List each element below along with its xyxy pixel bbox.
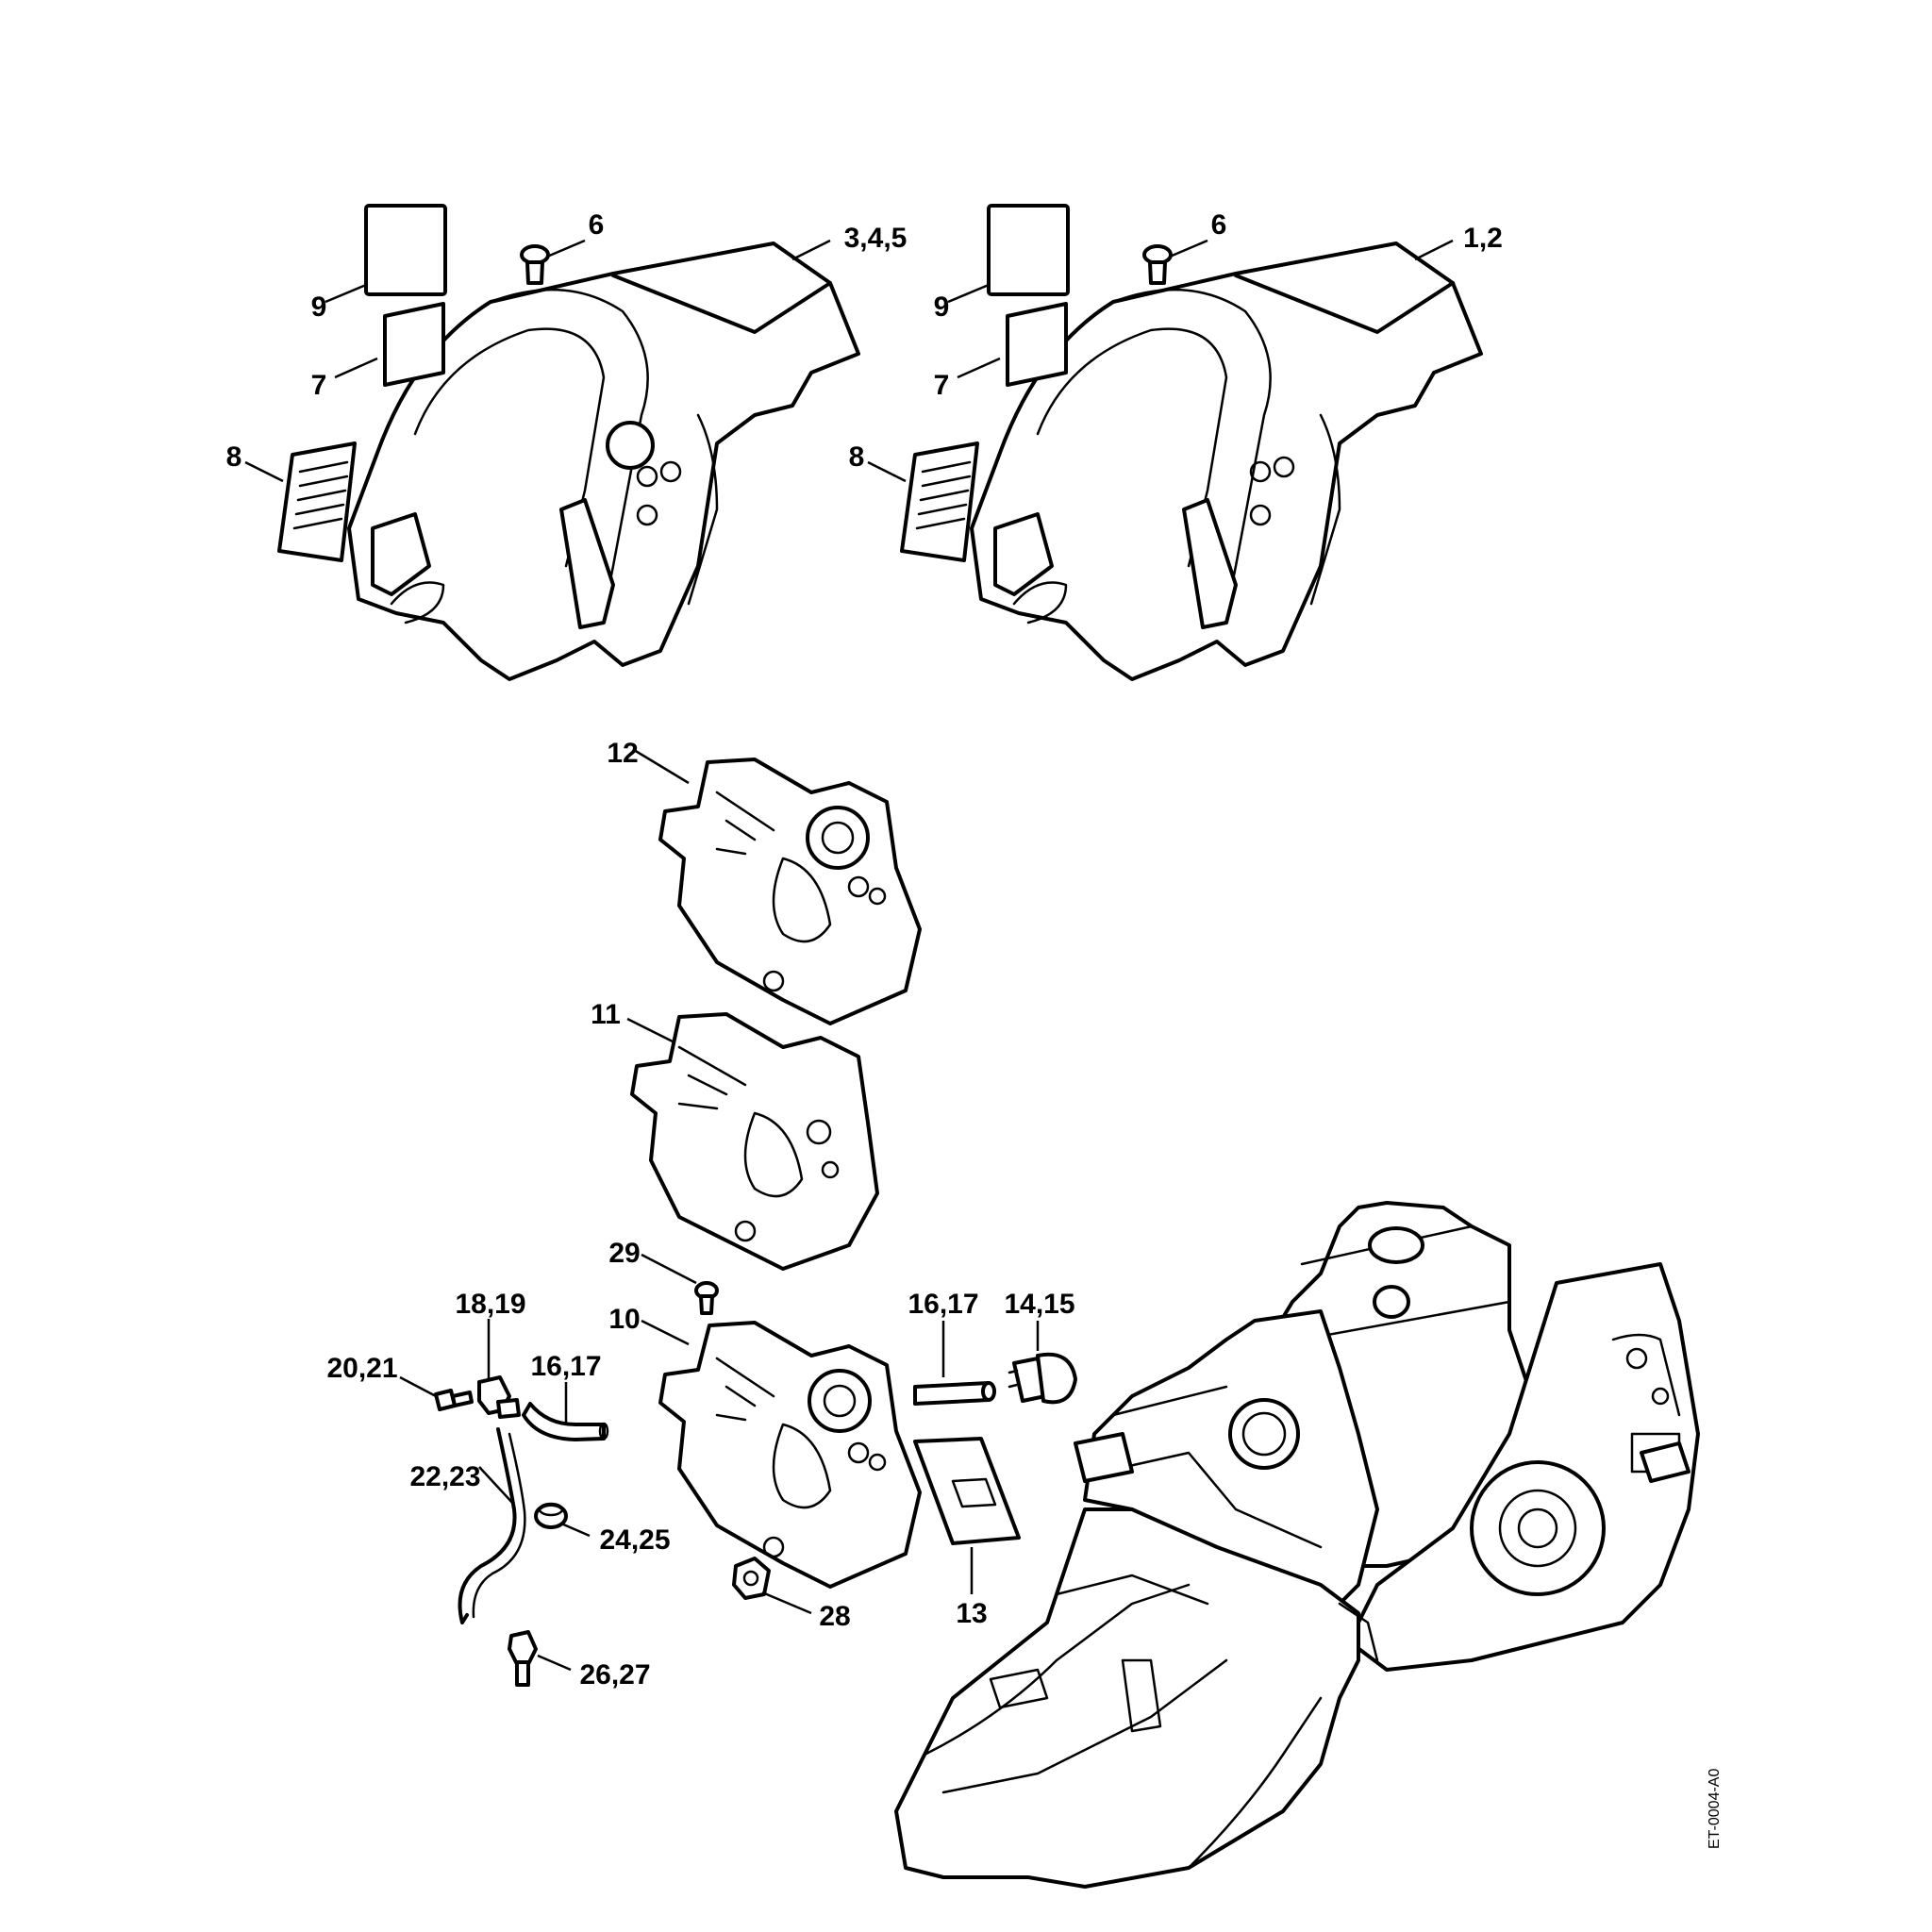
carburetor-box-12[interactable]	[658, 758, 922, 1025]
elbow-fitting-18-19	[477, 1375, 521, 1419]
callout-label: 29	[608, 1238, 640, 1269]
callout-label: 6	[589, 209, 605, 241]
callout-label: 7	[934, 370, 950, 401]
leader-lines	[244, 239, 1454, 1672]
callout-label: 22,23	[409, 1461, 480, 1492]
screw-6-left	[520, 244, 550, 285]
cover-plate-13	[913, 1437, 1021, 1545]
callout-label: 6	[1211, 209, 1227, 241]
grommet-24-25	[534, 1502, 568, 1529]
chainsaw-assembly	[894, 1201, 1700, 1889]
fuel-hose-22-23	[458, 1427, 526, 1624]
callout-label: 1,2	[1463, 223, 1503, 254]
warning-label-8-right	[900, 441, 979, 562]
callout-label: 8	[226, 441, 242, 473]
label-sheet-7-left	[383, 302, 445, 387]
callout-label: 24,25	[599, 1524, 670, 1556]
warning-label-8-left	[277, 441, 357, 562]
document-id: ET-0004-A0	[1707, 1769, 1723, 1849]
callout-label: 13	[956, 1598, 987, 1629]
elbow-fitting-26-27	[508, 1630, 538, 1687]
callout-label: 10	[608, 1304, 640, 1335]
callout-label: 11	[591, 999, 621, 1030]
callout-label: 26,27	[579, 1659, 650, 1690]
shroud-right[interactable]	[970, 242, 1483, 681]
screw-20-21	[434, 1389, 474, 1411]
screw-29	[694, 1281, 719, 1315]
callout-label: 16,17	[908, 1289, 978, 1320]
callout-label: 18,19	[455, 1289, 525, 1320]
shroud-left[interactable]	[347, 242, 860, 681]
callout-label: 8	[849, 441, 865, 473]
callout-label: 28	[819, 1601, 850, 1632]
callout-label: 7	[311, 370, 327, 401]
primer-bulb-14-15	[1008, 1352, 1077, 1405]
callout-label: 9	[934, 291, 950, 323]
callout-label: 9	[311, 291, 327, 323]
callout-label: 14,15	[1004, 1289, 1074, 1320]
carburetor-box-10[interactable]	[658, 1321, 922, 1589]
callout-label: 3,4,5	[844, 223, 908, 254]
carburetor-box-11[interactable]	[630, 1012, 879, 1271]
label-sheet-9-right	[987, 204, 1070, 296]
callout-label: 12	[607, 738, 638, 769]
hose-16-17-left	[522, 1402, 609, 1441]
callout-label: 20,21	[326, 1353, 397, 1384]
tube-16-17-right	[913, 1381, 996, 1406]
label-sheet-7-right	[1006, 302, 1068, 387]
callout-label: 16,17	[530, 1351, 601, 1382]
label-sheet-9-left	[364, 204, 447, 296]
screw-6-right	[1142, 244, 1173, 285]
